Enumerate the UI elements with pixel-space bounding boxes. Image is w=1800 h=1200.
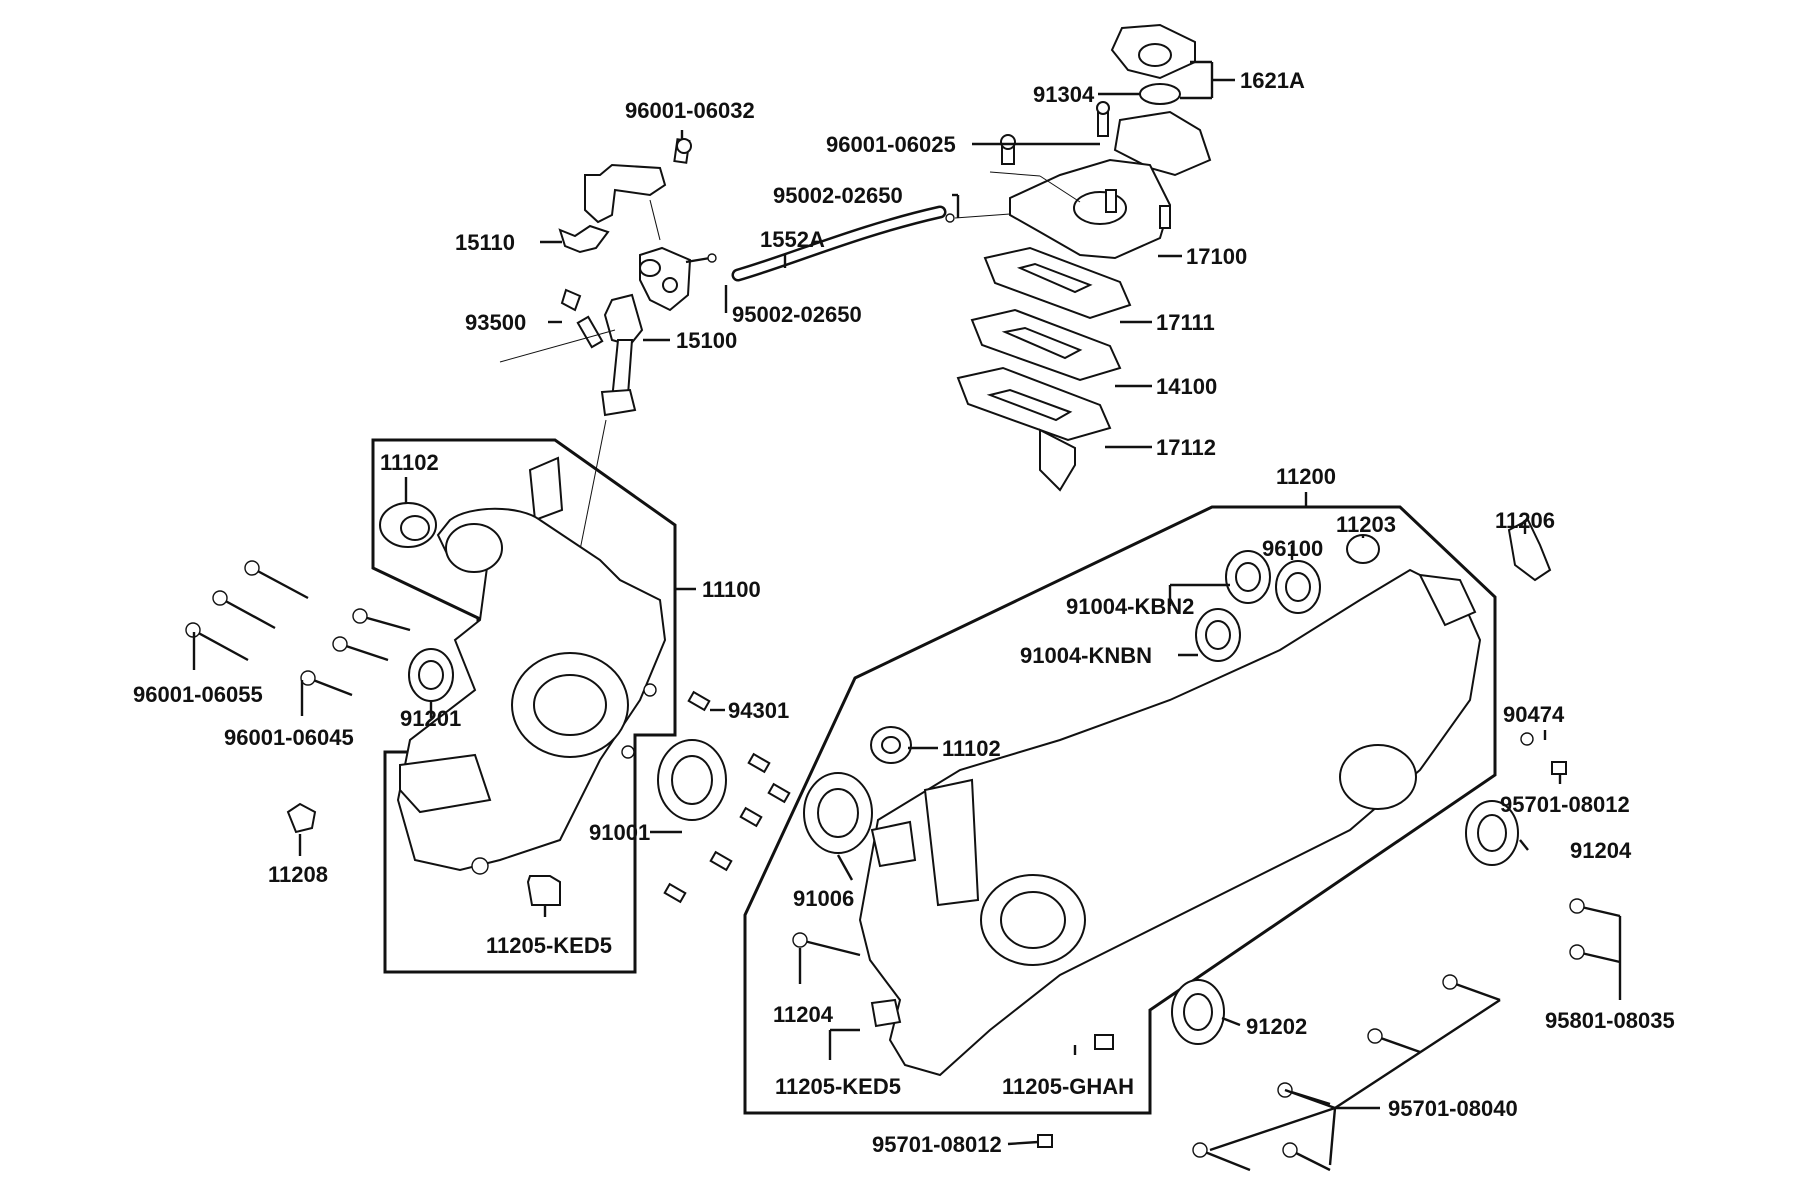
callout-labels: 1621A 91304 96001-06032 96001-06025 9500… [133, 68, 1675, 1157]
label-11102-right: 11102 [942, 736, 1001, 761]
label-91202: 91202 [1246, 1014, 1307, 1039]
label-96001-06055: 96001-06055 [133, 682, 263, 707]
dowel-pins [663, 690, 791, 904]
label-96100: 96100 [1262, 536, 1323, 561]
label-11204: 11204 [773, 1002, 834, 1027]
label-91004-KNBN: 91004-KNBN [1020, 643, 1152, 668]
label-91001: 91001 [589, 820, 650, 845]
label-91006: 91006 [793, 886, 854, 911]
label-11205-KED5-right: 11205-KED5 [775, 1074, 901, 1099]
leader-lines [192, 60, 1622, 1166]
left-case-bolts [185, 560, 411, 697]
label-11200: 11200 [1276, 464, 1336, 489]
label-17112: 17112 [1156, 435, 1216, 460]
left-crankcase-group-box [371, 438, 677, 974]
right-crankcase-bearings [803, 518, 1552, 1045]
label-96001-06045: 96001-06045 [224, 725, 354, 750]
label-11206: 11206 [1495, 508, 1555, 533]
label-11205-KED5-left: 11205-KED5 [486, 933, 612, 958]
label-95002-02650-top: 95002-02650 [773, 183, 903, 208]
label-91004-KBN2: 91004-KBN2 [1066, 594, 1194, 619]
label-1621A: 1621A [1240, 68, 1305, 93]
label-15110: 15110 [455, 230, 515, 255]
right-crankcase [858, 568, 1482, 1077]
left-crankcase-bearings [286, 648, 727, 906]
oil-pump-assembly [499, 138, 717, 651]
label-95002-02650-bottom: 95002-02650 [732, 302, 862, 327]
label-90474: 90474 [1503, 702, 1565, 727]
label-95701-08040: 95701-08040 [1388, 1096, 1518, 1121]
oil-hose [731, 205, 1011, 282]
label-96001-06032: 96001-06032 [625, 98, 755, 123]
label-14100: 14100 [1156, 374, 1217, 399]
label-11205-GHAH: 11205-GHAH [1002, 1074, 1134, 1099]
label-17100: 17100 [1186, 244, 1247, 269]
label-96001-06025: 96001-06025 [826, 132, 956, 157]
intake-manifold-assembly [989, 23, 1212, 260]
label-91304: 91304 [1033, 82, 1095, 107]
label-95701-08012-right: 95701-08012 [1500, 792, 1630, 817]
label-1552A: 1552A [760, 227, 825, 252]
label-93500: 93500 [465, 310, 526, 335]
label-95801-08035: 95801-08035 [1545, 1008, 1675, 1033]
left-crankcase [379, 456, 667, 875]
label-95701-08012-bottom: 95701-08012 [872, 1132, 1002, 1157]
reed-valve-stack [956, 246, 1132, 492]
right-case-fasteners [792, 761, 1621, 1172]
label-11100: 11100 [702, 577, 761, 602]
label-15100: 15100 [676, 328, 737, 353]
label-11102-left: 11102 [380, 450, 439, 475]
label-11203: 11203 [1336, 512, 1396, 537]
label-91204: 91204 [1570, 838, 1632, 863]
label-94301: 94301 [728, 698, 789, 723]
label-91201: 91201 [400, 706, 461, 731]
label-11208: 11208 [268, 862, 328, 887]
label-17111: 17111 [1156, 310, 1215, 335]
